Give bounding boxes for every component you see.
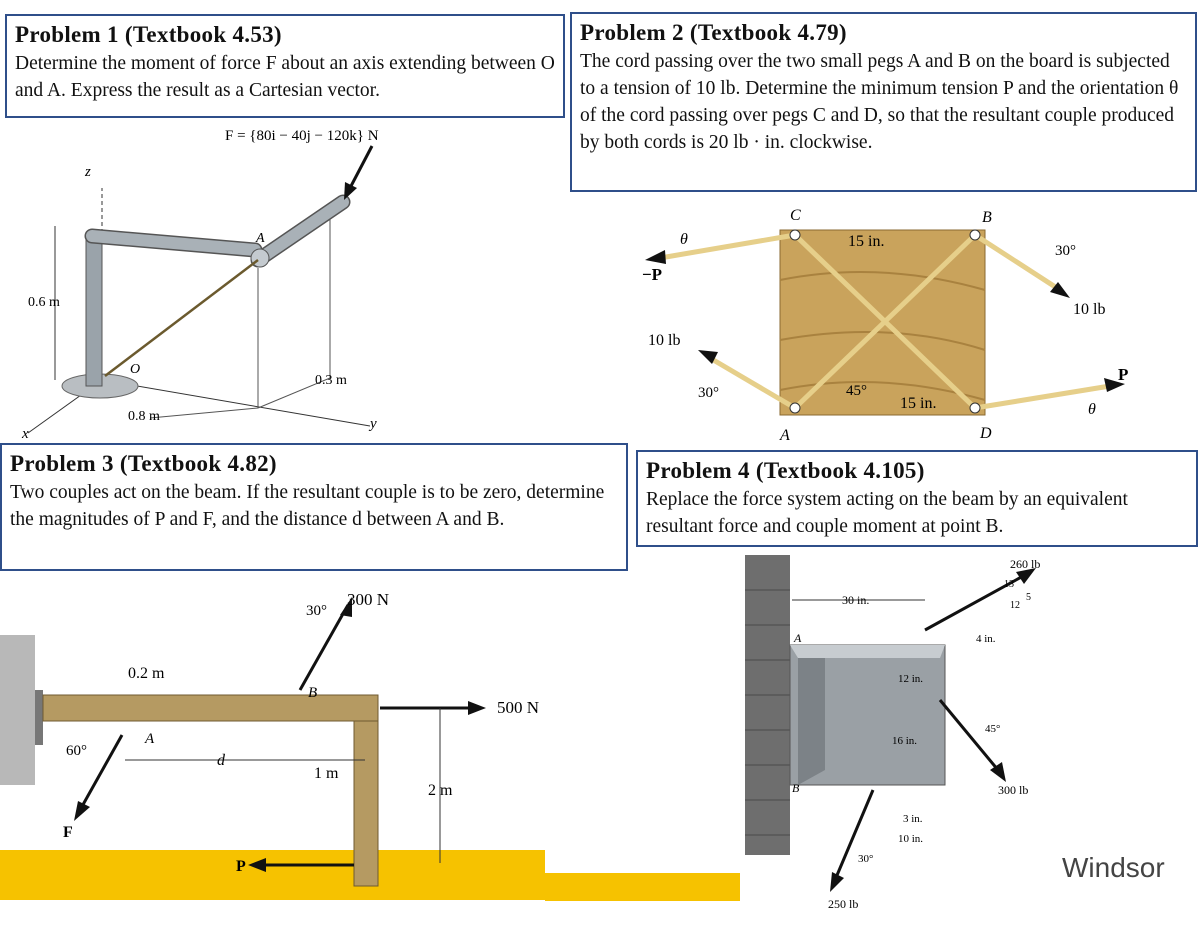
fig1-force-label: F = {80i − 40j − 120k} N [225, 128, 379, 144]
fig1-label-a: A [255, 231, 265, 246]
fig2-theta-left: θ [680, 231, 688, 248]
fig3-b: B [308, 685, 317, 701]
fig2-30deg-left: 30° [698, 385, 719, 401]
fig1-guide-line [149, 407, 259, 419]
fig2-cord [708, 355, 797, 411]
problem-3-box: Problem 3 (Textbook 4.82) Two couples ac… [0, 443, 628, 571]
figure-problem-1: F = {80i − 40j − 120k} N z x y A O 0.6 m… [21, 128, 379, 442]
problem-4-box: Problem 4 (Textbook 4.105) Replace the f… [636, 450, 1198, 547]
problem-1-title: Problem 1 (Textbook 4.53) [15, 22, 282, 47]
fig2-label-d: D [979, 425, 992, 442]
fig3-f: F [63, 824, 73, 841]
fig1-cord [104, 259, 259, 377]
fig1-y-axis [101, 379, 371, 427]
fig4-300lb: 300 lb [998, 783, 1028, 797]
fig2-45deg: 45° [846, 383, 867, 399]
fig4-label-b: B [792, 781, 800, 795]
problem-2-title: Problem 2 (Textbook 4.79) [580, 20, 847, 45]
fig4-force-260lb [924, 573, 1026, 632]
fig3-force-f [78, 734, 124, 811]
fig2-cord [659, 232, 796, 261]
fig4-12in: 12 in. [898, 673, 923, 685]
fig2-label-b: B [982, 209, 992, 226]
fig4-30deg: 30° [858, 853, 873, 865]
fig3-a: A [144, 731, 155, 747]
fig2-peg-a [789, 402, 801, 414]
fig4-12: 12 [1010, 600, 1020, 611]
fig2-10lb-right: 10 lb [1073, 301, 1105, 318]
fig4-30in: 30 in. [842, 593, 869, 607]
problem-4-body: Replace the force system acting on the b… [646, 489, 1128, 537]
fig4-force-300lb [938, 699, 1000, 771]
fig3-p: P [236, 858, 246, 875]
fig4-16in: 16 in. [892, 735, 917, 747]
fig3-beam [42, 694, 379, 722]
fig2-cord [973, 232, 1062, 293]
fig3-d: d [217, 752, 226, 769]
fig2-arrow-10lb-right [1050, 282, 1070, 298]
fig2-peg-b [969, 229, 981, 241]
fig1-dim-08: 0.8 m [128, 409, 160, 424]
fig1-x-label: x [21, 426, 29, 442]
fig1-label-o: O [130, 362, 140, 377]
fig4-260lb: 260 lb [1010, 557, 1040, 571]
fig2-theta-right: θ [1088, 401, 1096, 418]
fig2-cord [974, 383, 1111, 411]
fig4-10in: 10 in. [898, 833, 923, 845]
problem-4-title: Problem 4 (Textbook 4.105) [646, 458, 925, 483]
fig2-peg-d [969, 402, 981, 414]
windsor-logo: Windsor [1062, 852, 1165, 883]
problem-3-title: Problem 3 (Textbook 4.82) [10, 451, 277, 476]
fig2-30deg-right: 30° [1055, 243, 1076, 259]
fig2-arrow-p [1104, 378, 1125, 392]
fig4-3in: 3 in. [903, 813, 923, 825]
fig4-wall [745, 555, 790, 855]
problem-2-body: The cord passing over the two small pegs… [580, 51, 1179, 153]
fig2-15in-bottom: 15 in. [900, 395, 936, 412]
fig2-minus-p: −P [642, 265, 662, 284]
fig2-arrow-minus-p [645, 250, 666, 264]
figure-problem-3: 300 N 30° B 500 N F 60° A P 0.2 m d 1 m … [0, 590, 740, 901]
fig1-dim-03: 0.3 m [315, 373, 347, 388]
figure-problem-4: 260 lb 13 5 12 300 lb 45° 250 lb 30° 30 … [745, 555, 1040, 911]
fig3-500n: 500 N [497, 698, 539, 717]
fig2-cord [793, 233, 977, 410]
figure-problem-2: C B A D θ −P 15 in. 30° 10 lb 10 lb P 30… [642, 207, 1128, 444]
problem-1-body: Determine the moment of force F about an… [15, 53, 555, 101]
fig1-z-label: z [84, 164, 91, 180]
fig1-y-label: y [368, 416, 377, 432]
fig4-label-a: A [793, 631, 802, 645]
fig4-5: 5 [1026, 592, 1031, 603]
fig2-label-c: C [790, 207, 801, 224]
problem-2-box: Problem 2 (Textbook 4.79) The cord passi… [570, 12, 1197, 192]
fig3-60deg: 60° [66, 743, 87, 759]
fig1-dim-06: 0.6 m [28, 295, 60, 310]
fig4-13: 13 [1004, 579, 1014, 590]
fig2-10lb-left: 10 lb [648, 332, 680, 349]
fig4-45deg: 45° [985, 723, 1000, 735]
fig3-1m: 1 m [314, 765, 339, 782]
fig2-arrow-10lb-left [698, 350, 718, 364]
fig4-force-250lb [833, 789, 875, 881]
fig3-02m: 0.2 m [128, 665, 165, 682]
fig2-15in-top: 15 in. [848, 233, 884, 250]
fig4-4in: 4 in. [976, 633, 996, 645]
fig3-wall [0, 635, 35, 785]
fig3-post [353, 720, 379, 887]
fig2-label-a: A [779, 427, 790, 444]
fig3-force-300n [298, 604, 350, 691]
fig3-300n: 300 N [347, 590, 389, 609]
fig2-p: P [1118, 365, 1128, 384]
fig1-vertical-pipe [85, 235, 103, 387]
problem-3-body: Two couples act on the beam. If the resu… [10, 482, 605, 530]
fig1-guide-line [257, 377, 331, 409]
fig3-2m: 2 m [428, 782, 453, 799]
fig1-force-arrow [348, 145, 374, 189]
fig4-250lb: 250 lb [828, 897, 858, 911]
fig2-peg-c [789, 229, 801, 241]
fig3-30deg: 30° [306, 603, 327, 619]
problem-1-box: Problem 1 (Textbook 4.53) Determine the … [5, 14, 565, 118]
